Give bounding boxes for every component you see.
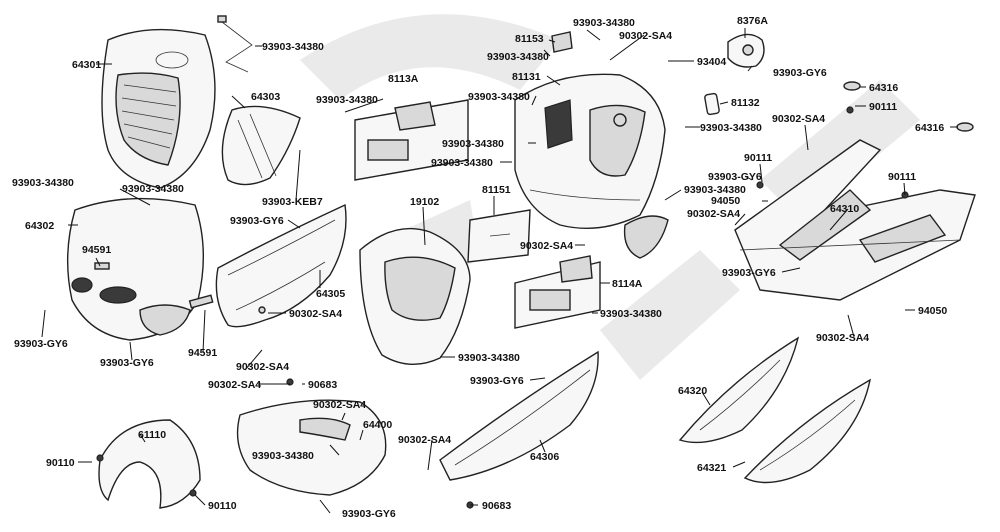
helmet-bucket-19102 xyxy=(359,227,471,365)
label-93903-34380-n: 93903-34380 xyxy=(252,450,314,462)
label-90110-b: 90110 xyxy=(208,500,237,512)
label-93903-34380-c: 93903-34380 xyxy=(122,183,184,195)
label-93903-34380-b: 93903-34380 xyxy=(12,177,74,189)
leg-shield-81131 xyxy=(514,73,666,229)
label-90683-b: 90683 xyxy=(482,500,511,512)
label-93903-34380-j: 93903-34380 xyxy=(442,138,504,150)
label-94591-a: 94591 xyxy=(82,244,111,256)
label-93903-34380-l: 93903-34380 xyxy=(700,122,762,134)
label-93903-34380-h: 93903-34380 xyxy=(573,17,635,29)
label-64316-b: 64316 xyxy=(915,122,944,134)
label-90302-sa4-d: 90302-SA4 xyxy=(772,113,825,125)
label-93903-34380-e: 93903-34380 xyxy=(600,308,662,320)
label-64310: 64310 xyxy=(830,203,859,215)
label-81151: 81151 xyxy=(482,184,511,196)
label-64306: 64306 xyxy=(530,451,559,463)
label-90302-sa4-e: 90302-SA4 xyxy=(687,208,740,220)
label-90110-a: 90110 xyxy=(46,457,75,469)
label-93903-gy6-e: 93903-GY6 xyxy=(708,171,762,183)
inner-panel-64305 xyxy=(215,203,347,328)
label-90111-c: 90111 xyxy=(888,171,916,183)
label-93903-keb7: 93903-KEB7 xyxy=(262,196,323,208)
label-94050-a: 94050 xyxy=(711,195,740,207)
box-8114A xyxy=(514,255,601,329)
label-81153: 81153 xyxy=(515,33,544,45)
label-93903-34380-f: 93903-34380 xyxy=(458,352,520,364)
label-64303: 64303 xyxy=(251,91,280,103)
label-93903-34380-k: 93903-34380 xyxy=(431,157,493,169)
floor-board-64310 xyxy=(734,139,976,301)
side-piece-lower xyxy=(623,215,669,259)
label-8114a: 8114A xyxy=(612,278,643,290)
label-8376a: 8376A xyxy=(737,15,768,27)
label-93903-34380-i: 93903-34380 xyxy=(468,91,530,103)
label-64321: 64321 xyxy=(697,462,726,474)
label-90302-sa4-h: 90302-SA4 xyxy=(208,379,261,391)
label-19102: 19102 xyxy=(410,196,439,208)
label-93903-gy6-h: 93903-GY6 xyxy=(470,375,524,387)
label-93903-34380-g: 93903-34380 xyxy=(487,51,549,63)
box-8113A xyxy=(354,99,469,181)
label-93903-gy6-f: 93903-GY6 xyxy=(722,267,776,279)
front-shield-64302 xyxy=(66,197,204,341)
bracket-81153 xyxy=(551,31,573,53)
bracket-top xyxy=(217,15,253,73)
label-81132: 81132 xyxy=(731,97,760,109)
label-93903-gy6-a: 93903-GY6 xyxy=(14,338,68,350)
label-8113a: 8113A xyxy=(388,73,419,85)
label-90302-sa4-b: 90302-SA4 xyxy=(520,240,573,252)
hook-8376A xyxy=(727,33,765,68)
label-93903-gy6-d: 93903-GY6 xyxy=(773,67,827,79)
label-94591-b: 94591 xyxy=(188,347,217,359)
label-90302-sa4-a: 90302-SA4 xyxy=(289,308,342,320)
label-93903-34380-d: 93903-34380 xyxy=(316,94,378,106)
reflector-94591 xyxy=(188,294,214,309)
rear-fender-64400 xyxy=(236,399,387,496)
label-93903-gy6-g: 93903-GY6 xyxy=(342,508,396,520)
label-90683-a: 90683 xyxy=(308,379,337,391)
label-64316-a: 64316 xyxy=(869,82,898,94)
label-64320: 64320 xyxy=(678,385,707,397)
leader-lines xyxy=(41,28,958,514)
label-90111-a: 90111 xyxy=(869,101,897,113)
label-64400: 64400 xyxy=(363,419,392,431)
cap-64316-b xyxy=(956,122,974,132)
label-90302-sa4-g: 90302-SA4 xyxy=(236,361,289,373)
label-61110: 61110 xyxy=(138,429,166,441)
label-64301: 64301 xyxy=(72,59,101,71)
cover-64303 xyxy=(221,105,301,186)
skirt-64306 xyxy=(439,350,599,481)
label-90302-sa4-f: 90302-SA4 xyxy=(816,332,869,344)
part-labels: 64301 64303 93903-34380 93903-KEB7 93903… xyxy=(12,15,947,520)
sheet-81151 xyxy=(467,209,531,263)
label-81131: 81131 xyxy=(512,71,541,83)
label-93903-gy6-b: 93903-GY6 xyxy=(100,357,154,369)
label-90302-sa4-j: 90302-SA4 xyxy=(398,434,451,446)
front-shield-64301 xyxy=(101,28,216,189)
label-93903-34380-a: 93903-34380 xyxy=(262,41,324,53)
label-90302-sa4-c: 90302-SA4 xyxy=(619,30,672,42)
label-93404: 93404 xyxy=(697,56,726,68)
label-94050-b: 94050 xyxy=(918,305,947,317)
side-cover-64321 xyxy=(743,378,871,484)
fastener-markers xyxy=(96,106,909,509)
side-cover-64320 xyxy=(678,336,800,444)
front-fender-61110 xyxy=(98,419,201,509)
label-93903-gy6-c: 93903-GY6 xyxy=(230,215,284,227)
label-93903-34380-m: 93903-34380 xyxy=(684,184,746,196)
label-90111-b: 90111 xyxy=(744,152,772,164)
label-64305: 64305 xyxy=(316,288,345,300)
ring-81132 xyxy=(704,92,720,116)
label-90302-sa4-i: 90302-SA4 xyxy=(313,399,366,411)
cap-64316-a xyxy=(843,81,861,91)
label-64302: 64302 xyxy=(25,220,54,232)
